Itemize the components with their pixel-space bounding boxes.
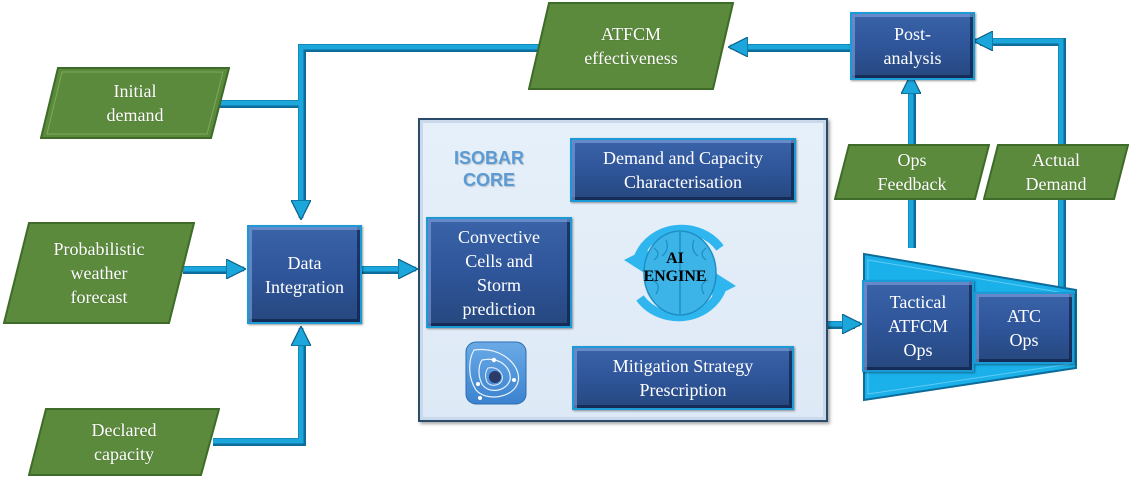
arrow-capacity-to-integration — [213, 328, 301, 444]
brain-cycle-icon — [624, 224, 736, 322]
ai-engine-label: AI ENGINE — [643, 250, 707, 285]
convective-cells-box: Convective Cells and Storm prediction — [426, 217, 572, 328]
atfcm-effectiveness-node: ATFCM effectiveness — [528, 2, 734, 90]
demand-capacity-box: Demand and Capacity Characterisation — [570, 138, 796, 202]
probabilistic-weather-node: Probabilistic weather forecast — [3, 222, 195, 324]
post-analysis-box: Post- analysis — [850, 12, 975, 80]
mitigation-strategy-box: Mitigation Strategy Prescription — [572, 346, 794, 410]
initial-demand-node: Initial demand — [40, 67, 230, 139]
arrow-actual-to-post — [975, 41, 1064, 290]
atc-ops-box: ATC Ops — [974, 292, 1074, 364]
declared-capacity-node: Declared capacity — [28, 408, 220, 476]
tactical-atfcm-box: Tactical ATFCM Ops — [862, 280, 974, 372]
actual-demand-node: Actual Demand — [983, 144, 1129, 200]
isobar-core-title: ISOBAR CORE — [453, 148, 524, 190]
storm-radar-icon — [465, 341, 527, 405]
arrow-effectiveness-to-integration — [301, 44, 545, 218]
ops-feedback-node: Ops Feedback — [834, 144, 990, 200]
data-integration-box: Data Integration — [247, 225, 362, 324]
